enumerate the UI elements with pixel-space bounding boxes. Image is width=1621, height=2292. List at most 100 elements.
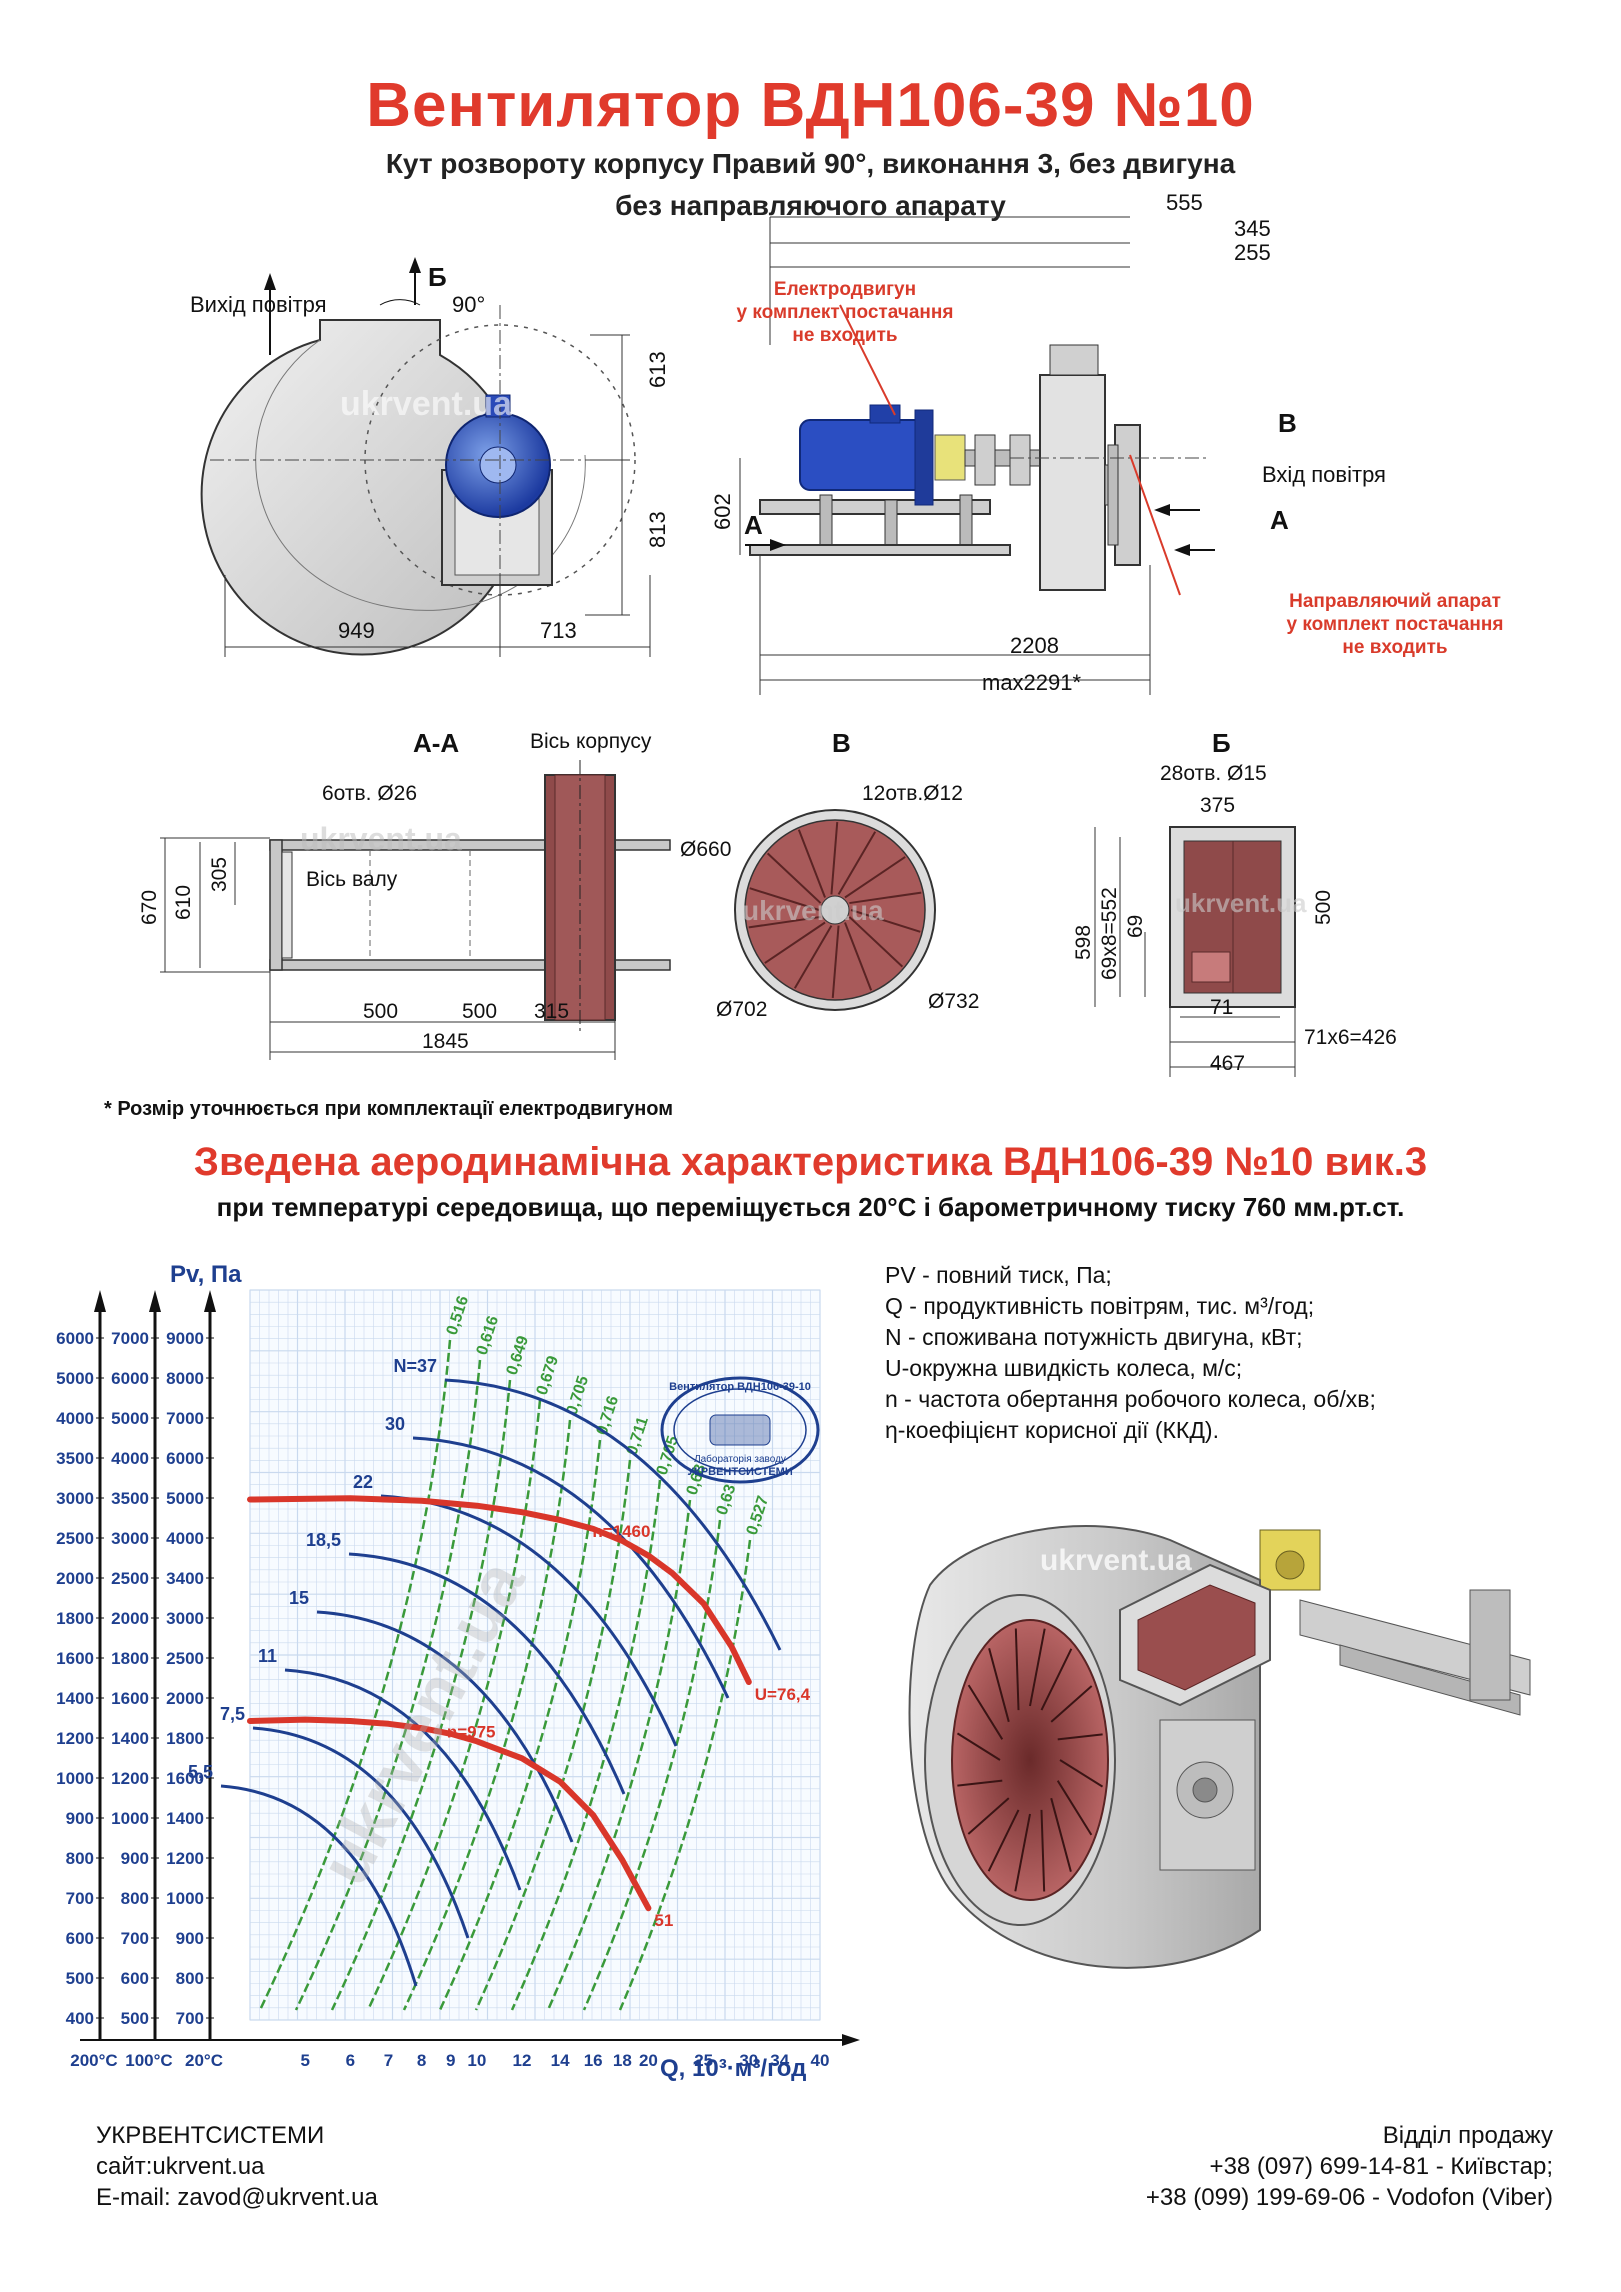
y-tick-label: 3500 [56,1449,94,1468]
stamp-line2: Лабораторія заводу [694,1453,786,1465]
efficiency-line [258,1339,452,2011]
v-d732-label: Ø732 [928,990,980,1013]
y-tick-label: 1600 [56,1649,94,1668]
dim-69: 69 [1124,914,1147,938]
guide-vane [749,887,820,911]
y-tick-label: 9000 [166,1329,204,1348]
parameter-legend: PV - повний тиск, Па; Q - продуктивність… [885,1260,1376,1446]
x-tick-label: 16 [584,2051,603,2070]
efficiency-line [582,1519,722,2011]
guide-vane [764,921,826,964]
section-b-title: Б [1212,728,1231,758]
x-tick-label: 8 [417,2051,426,2070]
guide-note-line3: не входить [1342,637,1448,658]
x-tick-label-temp: 200°С [70,2051,117,2070]
aa-watermark: ukrvent.ua [300,821,462,857]
x-tick-label: 7 [384,2051,393,2070]
dim-1845: 1845 [422,1030,469,1053]
aa-holes-label: 6отв. Ø26 [322,782,418,805]
dim-602: 602 [710,493,735,530]
air-inlet-label: Вхід повітря [1262,462,1386,487]
footer-left: УКРВЕНТСИСТЕМИ сайт:ukrvent.ua E-mail: z… [96,2120,378,2213]
y-tick-label: 6000 [111,1369,149,1388]
x-tick-label: 18 [613,2051,632,2070]
speed-curve-end-label: U=76,4 [755,1685,811,1704]
company-site[interactable]: сайт:ukrvent.ua [96,2153,265,2180]
x-tick-label: 25 [694,2051,713,2070]
y-tick-label: 1800 [56,1609,94,1628]
impeller-blade [967,1684,1004,1740]
y-axis-arrow [149,1290,161,1312]
x-tick-label-temp: 20°С [185,2051,223,2070]
impeller-blade [1056,1780,1093,1836]
efficiency-line [546,1499,692,2011]
power-label: 15 [289,1588,309,1608]
legend-q: Q - продуктивність повітрям, тис. м³/год… [885,1293,1315,1319]
y-tick-label: 1000 [166,1889,204,1908]
y-tick-label: 5000 [111,1409,149,1428]
y-tick-label: 500 [121,2009,149,2028]
dim-555: 555 [1166,190,1203,215]
impeller-blade [1029,1628,1046,1707]
x-tick-label: 6 [346,2051,355,2070]
dim-255: 255 [1234,240,1271,265]
y-tick-label: 4000 [111,1449,149,1468]
y-tick-label: 3500 [111,1489,149,1508]
y-tick-label: 1200 [111,1769,149,1788]
sales-phone-2[interactable]: +38 (099) 199-69-06 - Vodofon (Viber) [1145,2184,1553,2211]
power-curve [252,1726,470,1939]
fan-3d-render: ukrvent.ua [908,1525,1531,1969]
v-holes-label: 12отв.Ø12 [862,782,963,805]
x-tick-label: 34 [770,2051,789,2070]
y-tick-label: 4000 [56,1409,94,1428]
y-tick-label: 800 [176,1969,204,1988]
y-tick-label: 900 [121,1849,149,1868]
power-label: 18,5 [306,1530,341,1550]
section-v-marker: В [1278,408,1297,438]
chart-xlabel: Q, 10³·м³/год [660,2055,806,2082]
y-tick-label: 1200 [166,1849,204,1868]
power-curve [348,1552,626,1795]
legend-u: U-окружна швидкість колеса, м/с; [885,1355,1243,1381]
power-label: N=37 [393,1356,437,1376]
section-aa-title: А-А [413,728,460,758]
guide-note-line2: у комплект постачання [1286,614,1504,635]
chart-grid [249,1289,821,2021]
air-outlet-label: Вихід повітря [190,292,327,317]
motor-note-line1: Електродвигун [773,279,917,300]
y-tick-label: 600 [121,1969,149,1988]
impeller-blade [1050,1685,1093,1723]
y-tick-label: 6000 [56,1329,94,1348]
y-tick-label: 600 [66,1929,94,1948]
y-tick-label: 1400 [111,1729,149,1748]
speed-curve-label: n=975 [447,1722,496,1741]
y-tick-label: 800 [66,1849,94,1868]
dim-500-b: 500 [462,1000,498,1023]
x-tick-label: 30 [739,2051,758,2070]
motor-note-line3: не входить [792,325,898,346]
dim-71: 71 [1210,996,1234,1019]
aero-subtitle: при температурі середовища, що переміщує… [216,1192,1405,1222]
shaft-axis-label: Вісь валу [306,868,398,891]
dim-315: 315 [534,1000,570,1023]
guide-vane [797,829,826,898]
company-email[interactable]: E-mail: zavod@ukrvent.ua [96,2184,378,2211]
y-tick-label: 5000 [166,1489,204,1508]
y-tick-label: 3000 [111,1529,149,1548]
dim-500-a: 500 [363,1000,399,1023]
impeller-blade [988,1648,1010,1723]
y-tick-label: 8000 [166,1369,204,1388]
impeller-blade [1050,1797,1072,1872]
power-curve [220,1784,418,1987]
sales-phone-1[interactable]: +38 (097) 699-14-81 - Київстар; [1209,2153,1553,2180]
dim-813: 813 [645,511,670,548]
side-view-drawing [739,216,1215,695]
guide-vane-note: Направляючий апарат у комплект постачанн… [1250,590,1540,659]
render-impeller [951,1619,1109,1901]
x-tick-label: 9 [446,2051,455,2070]
y-tick-label: 1000 [111,1809,149,1828]
motor-note-line2: у комплект постачання [736,302,954,323]
v-watermark: ukrvent.ua [742,895,884,926]
section-aa-drawing: ukrvent.ua [160,760,671,1060]
